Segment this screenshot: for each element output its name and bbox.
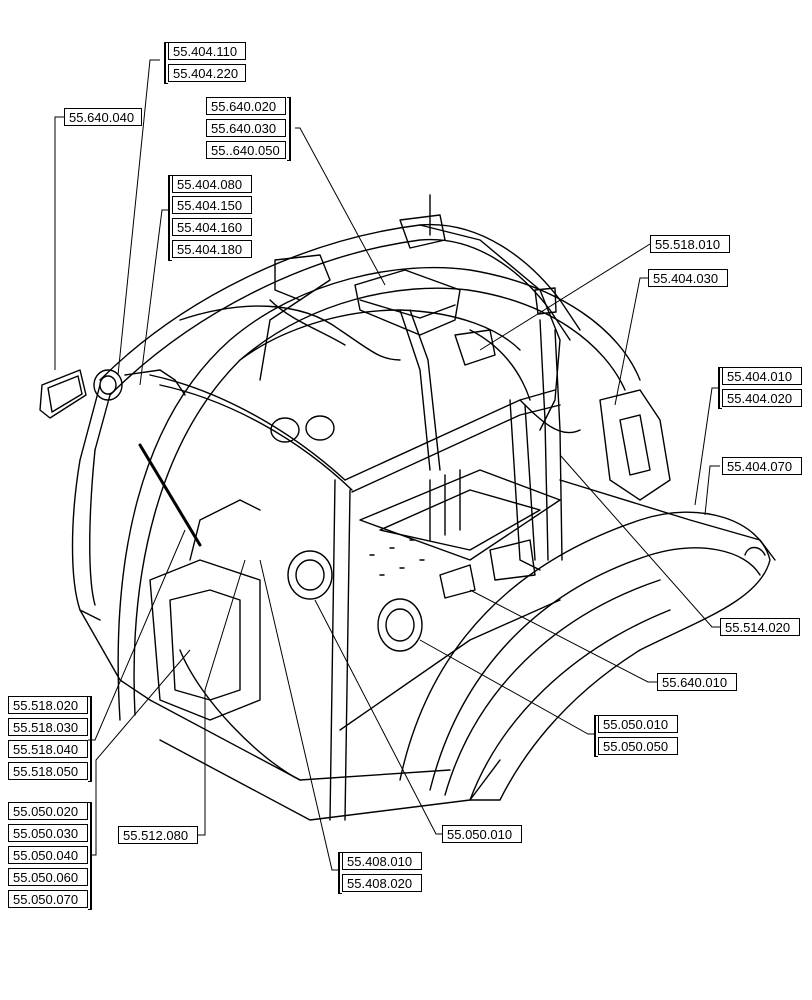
bracket — [88, 802, 92, 910]
callout-55-404-150[interactable]: 55.404.150 — [172, 196, 252, 214]
callout-55-512-080[interactable]: 55.512.080 — [118, 826, 198, 844]
bracket — [594, 715, 598, 757]
callout-55-404-180[interactable]: 55.404.180 — [172, 240, 252, 258]
callout-55-640-010[interactable]: 55.640.010 — [657, 673, 737, 691]
callout-55-640-050[interactable]: 55..640.050 — [206, 141, 286, 159]
callout-55-404-030[interactable]: 55.404.030 — [648, 269, 728, 287]
callout-55-050-010[interactable]: 55.050.010 — [598, 715, 678, 733]
callout-55-050-040[interactable]: 55.050.040 — [8, 846, 88, 864]
callout-55-404-080[interactable]: 55.404.080 — [172, 175, 252, 193]
callout-55-518-010[interactable]: 55.518.010 — [650, 235, 730, 253]
callout-55-408-020[interactable]: 55.408.020 — [342, 874, 422, 892]
bracket — [287, 97, 291, 161]
callout-55-404-160[interactable]: 55.404.160 — [172, 218, 252, 236]
callout-55-050-030[interactable]: 55.050.030 — [8, 824, 88, 842]
callout-55-518-020[interactable]: 55.518.020 — [8, 696, 88, 714]
callout-55-408-010[interactable]: 55.408.010 — [342, 852, 422, 870]
callout-55-404-220[interactable]: 55.404.220 — [168, 64, 246, 82]
callout-55-050-010-b[interactable]: 55.050.010 — [442, 825, 522, 843]
callout-55-404-070[interactable]: 55.404.070 — [722, 457, 802, 475]
callout-55-640-040[interactable]: 55.640.040 — [64, 108, 142, 126]
callout-55-404-010[interactable]: 55.404.010 — [722, 367, 802, 385]
bracket — [718, 367, 722, 409]
callout-55-518-040[interactable]: 55.518.040 — [8, 740, 88, 758]
callout-55-050-020[interactable]: 55.050.020 — [8, 802, 88, 820]
callout-55-050-060[interactable]: 55.050.060 — [8, 868, 88, 886]
bracket — [164, 42, 168, 84]
callout-55-050-070[interactable]: 55.050.070 — [8, 890, 88, 908]
callout-55-404-110[interactable]: 55.404.110 — [168, 42, 246, 60]
bracket — [168, 175, 172, 261]
callout-55-518-030[interactable]: 55.518.030 — [8, 718, 88, 736]
callout-55-404-020[interactable]: 55.404.020 — [722, 389, 802, 407]
callout-55-050-050[interactable]: 55.050.050 — [598, 737, 678, 755]
bracket — [88, 696, 92, 782]
callout-55-518-050[interactable]: 55.518.050 — [8, 762, 88, 780]
bracket — [338, 852, 342, 894]
callout-55-514-020[interactable]: 55.514.020 — [720, 618, 800, 636]
callout-55-640-030[interactable]: 55.640.030 — [206, 119, 286, 137]
callout-55-640-020[interactable]: 55.640.020 — [206, 97, 286, 115]
